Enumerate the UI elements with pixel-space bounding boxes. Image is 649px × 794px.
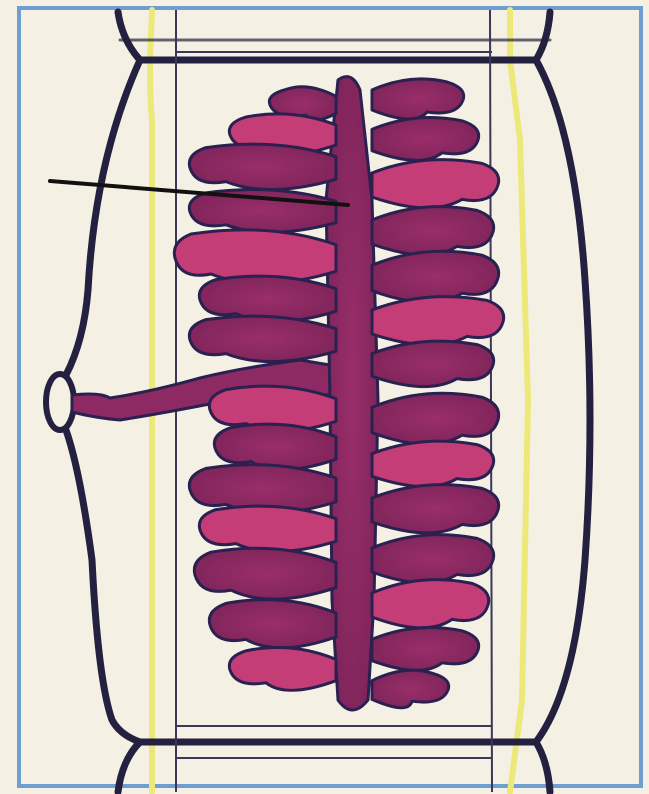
pore-icon — [46, 374, 74, 430]
organ-lobe-right — [372, 251, 499, 302]
organ-lobe-left — [189, 316, 336, 361]
organ-lobe-right — [372, 207, 494, 255]
organ-lobe-left — [214, 424, 336, 469]
organ-lobe-right — [372, 441, 494, 486]
organ-lobe-right — [372, 580, 489, 628]
organ-lobe-right — [372, 297, 504, 345]
organ-lobe-right — [372, 117, 479, 160]
organ-lobe-left — [229, 647, 336, 690]
organ-lobe-right — [372, 341, 494, 386]
organ-lobe-right — [372, 535, 494, 583]
organ-lobe-left — [199, 506, 336, 551]
organ-lobe-right — [372, 160, 499, 208]
organ-lobe-right — [372, 79, 464, 119]
organ-lobe-left — [194, 548, 336, 599]
organ-lobe-right — [372, 393, 499, 444]
organ-lobe-right — [372, 627, 479, 670]
organ-lobe-left — [189, 144, 336, 189]
branched-organ-icon — [174, 77, 503, 710]
organ-lobe-left — [209, 600, 336, 648]
organ-lobe-left — [199, 276, 336, 321]
organ-lobe-right — [372, 485, 499, 533]
